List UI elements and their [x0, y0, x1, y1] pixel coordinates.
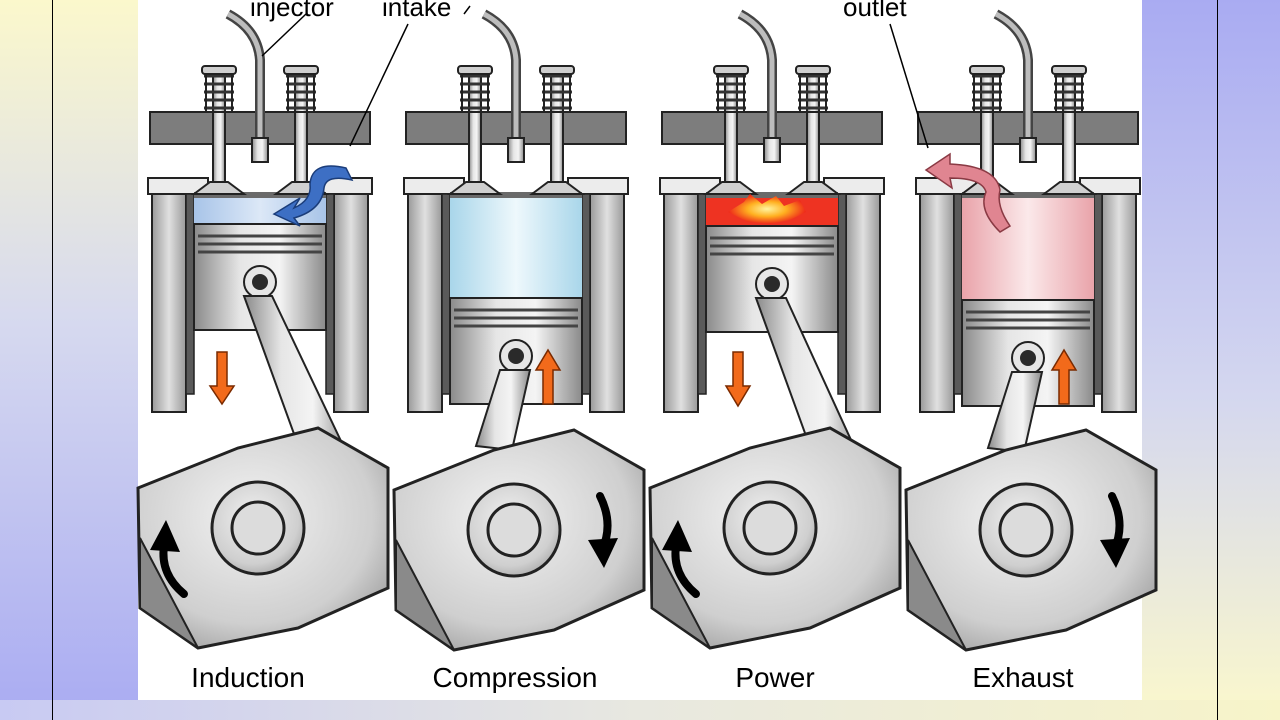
rotate-arrow-compression	[588, 538, 618, 568]
exhaust-flow-arrow	[924, 152, 1012, 233]
stroke-label-induction: Induction	[191, 662, 305, 693]
crank-power	[648, 426, 902, 650]
rotate-arrow-exhaust	[1100, 538, 1130, 568]
injector-callout: injector	[250, 0, 334, 22]
down-arrow-induction	[208, 351, 236, 406]
injector-leader	[261, 13, 307, 57]
left-border-line	[52, 0, 53, 720]
rotate-arrow-induction	[150, 520, 180, 552]
stroke-label-power: Power	[735, 662, 815, 693]
down-arrow-power	[724, 351, 752, 408]
rotate-arrow-power	[662, 520, 692, 552]
intake-callout: intake	[382, 0, 452, 22]
intake-flow-arrow	[272, 165, 354, 227]
right-border-line	[1217, 0, 1218, 720]
stroke-label-compression: Compression	[432, 662, 598, 693]
intake-leader	[349, 23, 409, 147]
ignition-burst	[728, 194, 806, 224]
background-right-gradient	[1140, 0, 1280, 720]
outlet-leader	[889, 23, 929, 149]
compression-charge	[450, 198, 582, 298]
crank-induction	[136, 426, 390, 650]
background-left-gradient	[0, 0, 140, 720]
up-arrow-compression	[534, 348, 562, 405]
outlet-callout: outlet	[843, 0, 907, 22]
background-bottom-gradient	[0, 700, 1280, 720]
stroke-label-exhaust: Exhaust	[972, 662, 1074, 693]
exhaust-charge	[962, 198, 1094, 300]
up-arrow-exhaust	[1050, 348, 1078, 405]
